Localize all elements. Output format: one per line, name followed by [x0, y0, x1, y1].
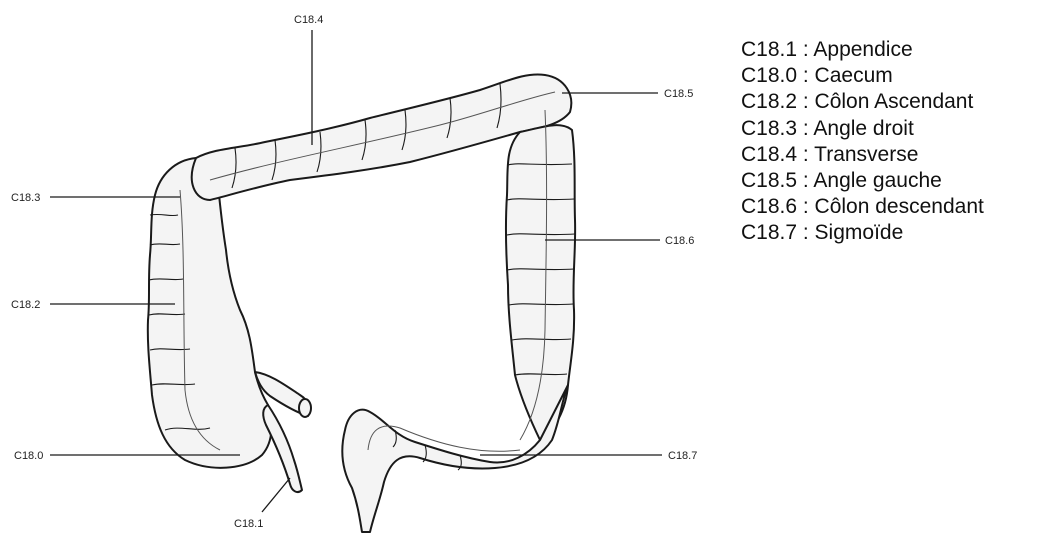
legend-item: C18.3 : Angle droit [741, 116, 984, 142]
leader-line-c18-1 [262, 478, 290, 512]
legend-item: C18.5 : Angle gauche [741, 168, 984, 194]
callout-c18-2: C18.2 [11, 299, 40, 311]
callout-c18-7: C18.7 [668, 450, 697, 462]
colon-diagram: C18.4 C18.5 C18.3 C18.6 C18.2 C18.0 C18.… [0, 0, 740, 537]
callout-c18-3: C18.3 [11, 192, 40, 204]
legend-list: C18.1 : Appendice C18.0 : Caecum C18.2 :… [741, 37, 984, 247]
legend-item: C18.2 : Côlon Ascendant [741, 89, 984, 115]
callout-c18-6: C18.6 [665, 235, 694, 247]
legend-item: C18.6 : Côlon descendant [741, 194, 984, 220]
legend-item: C18.1 : Appendice [741, 37, 984, 63]
callout-c18-0: C18.0 [14, 450, 43, 462]
callout-c18-4: C18.4 [294, 14, 323, 26]
legend-item: C18.7 : Sigmoïde [741, 220, 984, 246]
callout-c18-1: C18.1 [234, 518, 263, 530]
appendix [263, 405, 302, 492]
legend-item: C18.0 : Caecum [741, 63, 984, 89]
ileum-opening [299, 399, 311, 417]
ascending-colon [148, 158, 272, 468]
legend-item: C18.4 : Transverse [741, 142, 984, 168]
callout-c18-5: C18.5 [664, 88, 693, 100]
